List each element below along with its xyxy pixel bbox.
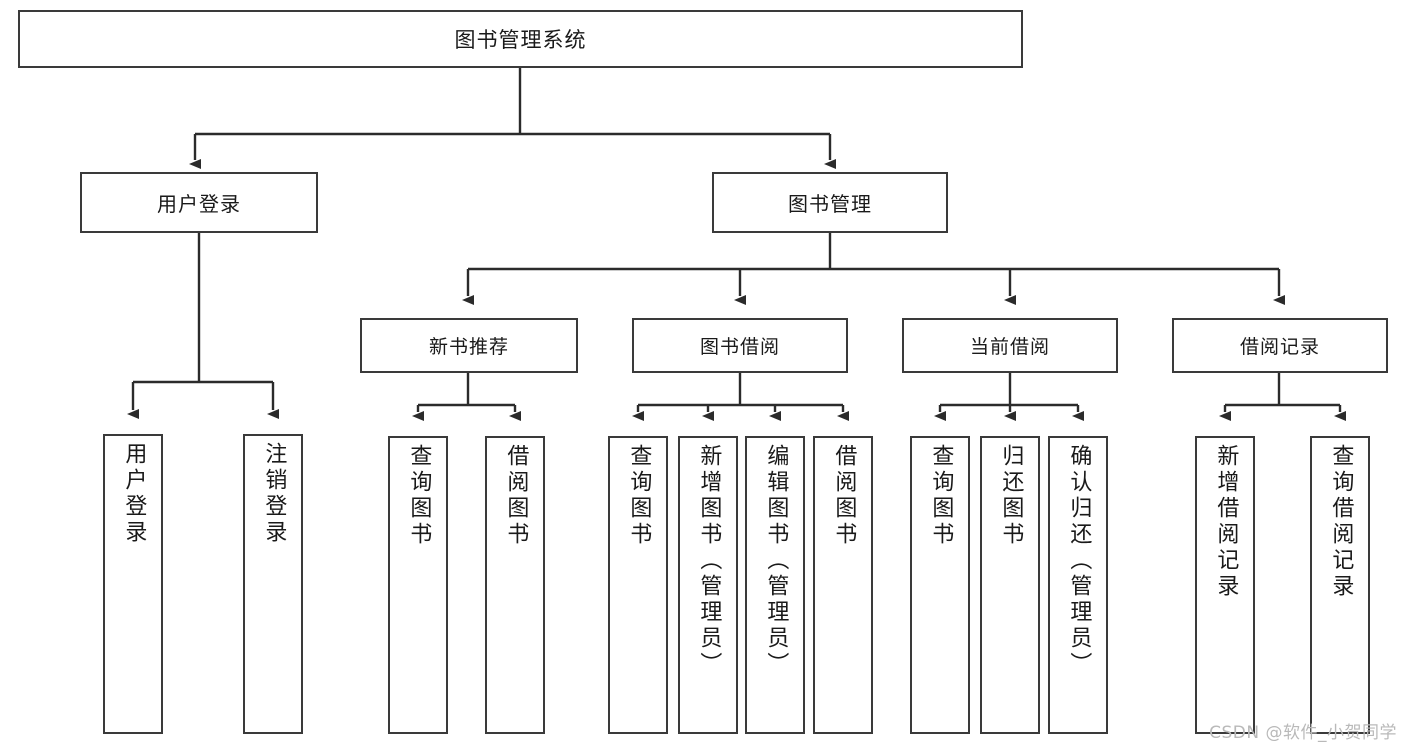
leaf-query-book-1-label: 查询图书: [406, 444, 432, 548]
leaf-confirm-return-label: 确认归还（管理员）: [1066, 444, 1092, 678]
leaf-query-book-3-label: 查询图书: [928, 444, 954, 548]
leaf-edit-book[interactable]: 编辑图书（管理员）: [745, 436, 805, 734]
node-root-system[interactable]: 图书管理系统: [18, 10, 1023, 68]
leaf-user-login[interactable]: 用户登录: [103, 434, 163, 734]
node-user-login[interactable]: 用户登录: [80, 172, 318, 233]
leaf-borrow-book-2-label: 借阅图书: [831, 444, 857, 548]
leaf-add-record[interactable]: 新增借阅记录: [1195, 436, 1255, 734]
leaf-borrow-book-1-label: 借阅图书: [503, 444, 529, 548]
node-borrow-record-label: 借阅记录: [1239, 336, 1320, 358]
leaf-query-book-3[interactable]: 查询图书: [910, 436, 970, 734]
node-current-borrow-label: 当前借阅: [969, 336, 1050, 358]
leaf-edit-book-label: 编辑图书（管理员）: [763, 444, 789, 678]
node-user-login-label: 用户登录: [157, 192, 241, 216]
leaf-add-record-label: 新增借阅记录: [1213, 444, 1239, 600]
node-book-borrow[interactable]: 图书借阅: [632, 318, 848, 373]
node-new-book-recommend[interactable]: 新书推荐: [360, 318, 578, 373]
leaf-user-login-label: 用户登录: [121, 442, 147, 546]
node-book-manage-label: 图书管理: [788, 192, 872, 216]
node-new-book-recommend-label: 新书推荐: [428, 336, 509, 358]
leaf-borrow-book-1[interactable]: 借阅图书: [485, 436, 545, 734]
node-borrow-record[interactable]: 借阅记录: [1172, 318, 1388, 373]
watermark-text: CSDN @软件_小贺同学: [1209, 723, 1397, 743]
leaf-borrow-book-2[interactable]: 借阅图书: [813, 436, 873, 734]
leaf-query-book-2[interactable]: 查询图书: [608, 436, 668, 734]
leaf-query-record-label: 查询借阅记录: [1328, 444, 1354, 600]
leaf-logout-login[interactable]: 注销登录: [243, 434, 303, 734]
leaf-return-book-label: 归还图书: [998, 444, 1024, 548]
leaf-confirm-return[interactable]: 确认归还（管理员）: [1048, 436, 1108, 734]
node-current-borrow[interactable]: 当前借阅: [902, 318, 1118, 373]
leaf-logout-login-label: 注销登录: [261, 442, 287, 546]
node-book-manage[interactable]: 图书管理: [712, 172, 948, 233]
leaf-add-book[interactable]: 新增图书（管理员）: [678, 436, 738, 734]
leaf-query-book-1[interactable]: 查询图书: [388, 436, 448, 734]
leaf-query-record[interactable]: 查询借阅记录: [1310, 436, 1370, 734]
leaf-add-book-label: 新增图书（管理员）: [696, 444, 722, 678]
node-book-borrow-label: 图书借阅: [699, 336, 780, 358]
leaf-query-book-2-label: 查询图书: [626, 444, 652, 548]
node-root-label: 图书管理系统: [454, 28, 587, 52]
leaf-return-book[interactable]: 归还图书: [980, 436, 1040, 734]
